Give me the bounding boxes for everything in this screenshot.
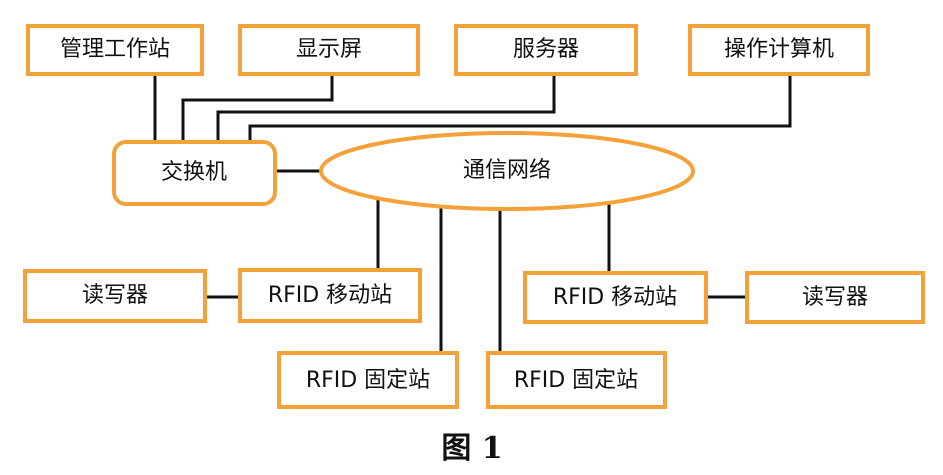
- box-operator-computer: 操作计算机: [688, 24, 870, 76]
- box-rfid-fixed-station-left: RFID 固定站: [277, 351, 459, 409]
- box-rfid-mobile-station-left: RFID 移动站: [238, 268, 422, 323]
- label-display-screen: 显示屏: [296, 37, 362, 62]
- label-server: 服务器: [513, 37, 579, 62]
- ellipse-communication-network: 通信网络: [319, 131, 695, 211]
- label-rfid-mobile-station-left: RFID 移动站: [268, 283, 392, 308]
- label-switch: 交换机: [161, 160, 227, 185]
- label-operator-computer: 操作计算机: [724, 37, 834, 62]
- box-switch: 交换机: [112, 140, 277, 206]
- label-rfid-fixed-station-right: RFID 固定站: [514, 368, 638, 393]
- label-rfid-mobile-station-right: RFID 移动站: [553, 285, 677, 310]
- box-reader-writer-left: 读写器: [23, 269, 207, 323]
- label-communication-network: 通信网络: [463, 158, 551, 183]
- label-reader-writer-left: 读写器: [82, 283, 148, 308]
- box-reader-writer-right: 读写器: [745, 271, 925, 324]
- connector-lines: [153, 74, 792, 353]
- label-rfid-fixed-station-left: RFID 固定站: [306, 368, 430, 393]
- label-reader-writer-right: 读写器: [802, 285, 868, 310]
- label-management-workstation: 管理工作站: [60, 37, 170, 62]
- box-display-screen: 显示屏: [238, 24, 420, 76]
- box-rfid-mobile-station-right: RFID 移动站: [523, 271, 708, 324]
- box-rfid-fixed-station-right: RFID 固定站: [486, 351, 667, 409]
- box-management-workstation: 管理工作站: [26, 24, 204, 76]
- figure-caption: 图 1: [441, 431, 502, 466]
- box-server: 服务器: [454, 24, 638, 76]
- link-operator-switch: [248, 74, 792, 142]
- link-display-switch: [181, 74, 334, 142]
- link-server-switch: [216, 74, 556, 142]
